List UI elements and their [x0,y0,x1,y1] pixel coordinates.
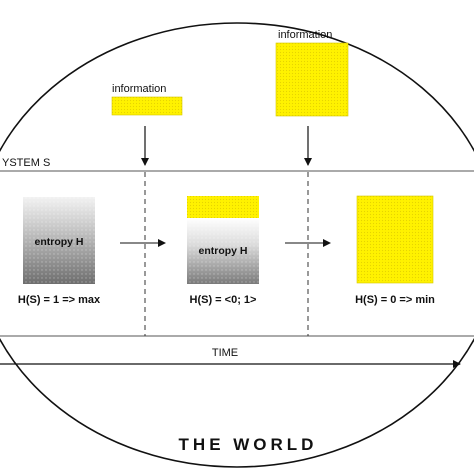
info-large-box [275,42,349,117]
state3-info-box [356,195,434,284]
state1-entropy-label: entropy H [34,236,83,248]
state3-formula: H(S) = 0 => min [355,294,435,306]
state1-formula: H(S) = 1 => max [18,294,101,306]
world-label: THE WORLD [179,435,318,454]
time-label: TIME [212,347,238,359]
info-small-label: information [112,83,166,95]
state2-formula: H(S) = <0; 1> [190,294,257,306]
world-ellipse [0,22,474,468]
state2-halftone [187,218,259,284]
info-large-label: information [278,29,332,41]
state2-info-part [187,196,259,218]
state1-halftone [23,197,95,284]
info-small-box [111,96,183,116]
system-label: YSTEM S [2,157,50,169]
state2-entropy-label: entropy H [198,245,247,257]
